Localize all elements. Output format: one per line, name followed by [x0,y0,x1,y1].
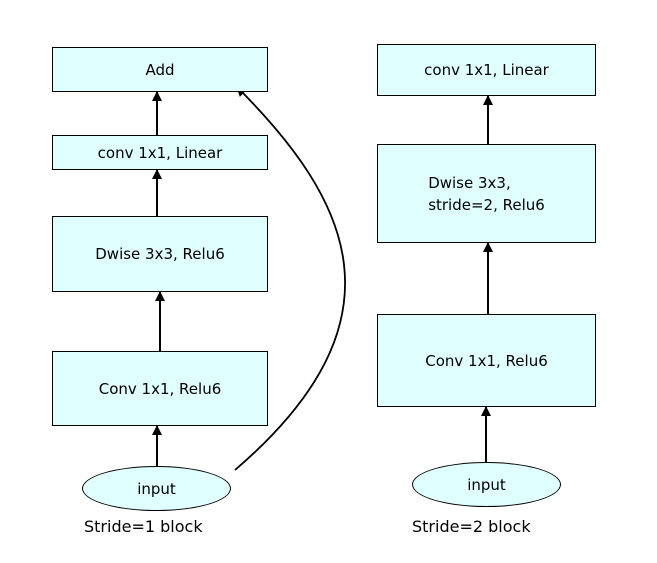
right-input-oval: input [412,462,561,507]
right-caption: Stride=2 block [412,517,531,536]
left-conv-relu-box: Conv 1x1, Relu6 [52,351,268,426]
residual-connection-arrow [234,86,346,471]
right-conv-linear-box: conv 1x1, Linear [377,44,596,96]
right-dwise-box: Dwise 3x3, stride=2, Relu6 [377,144,596,243]
right-conv-relu-box: Conv 1x1, Relu6 [377,314,596,407]
left-add-box: Add [52,47,268,92]
left-dwise-box: Dwise 3x3, Relu6 [52,216,268,292]
left-conv-linear-box: conv 1x1, Linear [52,135,268,170]
left-input-oval: input [82,466,231,511]
left-caption: Stride=1 block [84,517,203,536]
